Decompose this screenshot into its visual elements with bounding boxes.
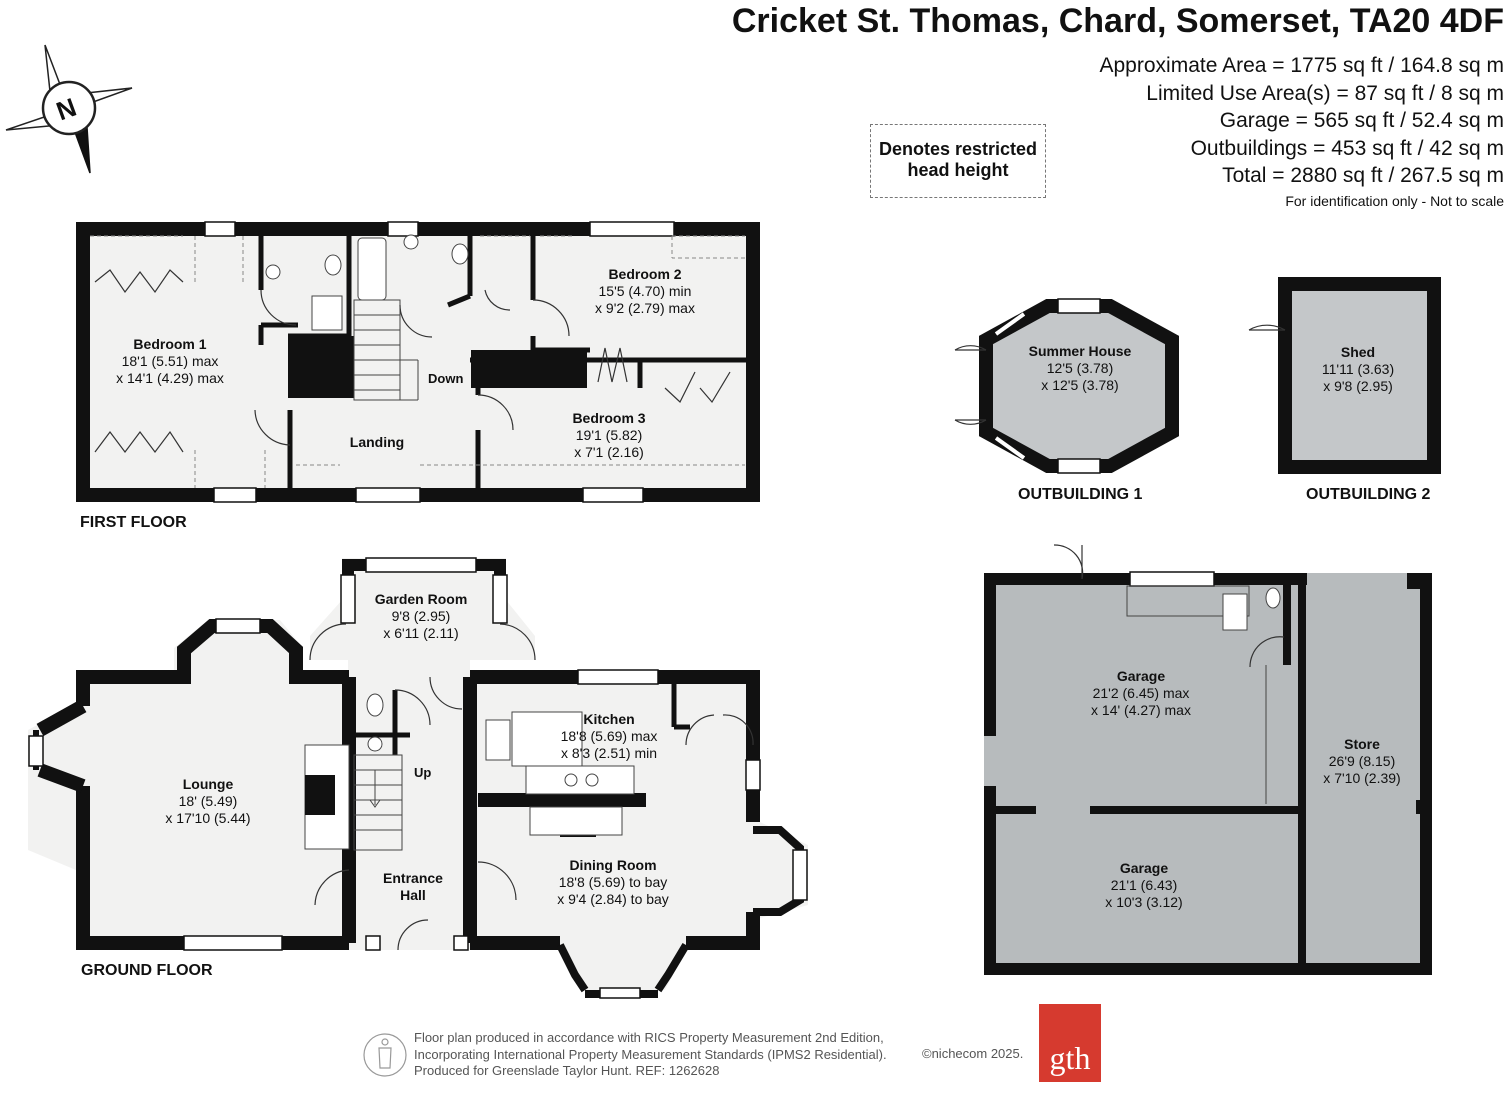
ground-floor-plan [28, 557, 808, 999]
footer-line: Floor plan produced in accordance with R… [414, 1030, 884, 1045]
room-dimension: x 9'2 (2.79) max [595, 300, 695, 316]
outbuilding-2-label: OUTBUILDING 2 [1306, 486, 1431, 503]
room-dimension: x 9'8 (2.95) [1323, 378, 1393, 394]
footer-line: Incorporating International Property Mea… [414, 1046, 887, 1062]
room-name: Garage [1119, 860, 1169, 876]
room-dimension: 21'1 (6.43) [1110, 877, 1178, 893]
room-shed: Shed 11'11 (3.63) x 9'8 (2.95) [1322, 344, 1394, 395]
room-dimension: 11'11 (3.63) [1321, 361, 1395, 377]
room-lounge: Lounge 18' (5.49) x 17'10 (5.44) [165, 776, 250, 827]
room-dimension: x 7'10 (2.39) [1323, 770, 1401, 786]
room-name: Summer House [1028, 343, 1132, 359]
room-name: Entrance [383, 870, 443, 886]
room-name: Store [1344, 736, 1380, 752]
room-name: Dining Room [569, 857, 657, 873]
room-dimension: x 10'3 (3.12) [1105, 894, 1183, 910]
shed-plan [1248, 277, 1441, 474]
ground-floor-label: GROUND FLOOR [81, 962, 213, 979]
room-dimension: x 17'10 (5.44) [165, 810, 251, 826]
room-dimension: 19'1 (5.82) [575, 427, 643, 443]
room-dimension: 15'5 (4.70) min [598, 283, 692, 299]
room-garage-1: Garage 21'2 (6.45) max x 14' (4.27) max [1091, 668, 1191, 719]
room-dimension: x 6'11 (2.11) [383, 625, 459, 641]
room-dimension: x 12'5 (3.78) [1041, 377, 1119, 393]
footer-line: Produced for Greenslade Taylor Hunt. REF… [414, 1063, 720, 1078]
room-name: Garden Room [374, 591, 468, 607]
room-dimension: 18'8 (5.69) max [560, 728, 658, 744]
area-summary: Approximate Area = 1775 sq ft / 164.8 sq… [1100, 52, 1505, 212]
legend-line: Denotes restricted [878, 139, 1038, 159]
restricted-height-legend: Denotes restricted head height [870, 124, 1046, 198]
room-name: Landing [349, 434, 405, 450]
accessibility-person-icon [363, 1033, 407, 1077]
room-store: Store 26'9 (8.15) x 7'10 (2.39) [1323, 736, 1400, 787]
summer-house-plan [954, 298, 1179, 474]
stairs-down-label: Down [428, 371, 464, 386]
compass-rose-icon [5, 44, 133, 174]
room-garage-2: Garage 21'1 (6.43) x 10'3 (3.12) [1105, 860, 1182, 911]
room-dimension: x 7'1 (2.16) [574, 444, 644, 460]
agent-logo: gth [1039, 1004, 1101, 1082]
room-entrance-hall: Entrance Hall [383, 870, 443, 904]
area-line: Approximate Area = 1775 sq ft / 164.8 sq… [1099, 54, 1505, 77]
legend-line: head height [907, 160, 1009, 180]
room-name: Bedroom 3 [572, 410, 646, 426]
room-dimension: 21'2 (6.45) max [1092, 685, 1190, 701]
room-dimension: x 8'3 (2.51) min [560, 745, 658, 761]
room-bedroom-3: Bedroom 3 19'1 (5.82) x 7'1 (2.16) [572, 410, 645, 461]
outbuilding-1-label: OUTBUILDING 1 [1018, 486, 1143, 503]
room-name: Hall [400, 887, 426, 903]
area-line: Garage = 565 sq ft / 52.4 sq m [1219, 109, 1504, 132]
room-name: Lounge [182, 776, 234, 792]
room-name: Bedroom 2 [608, 266, 682, 282]
room-dimension: 18'1 (5.51) max [121, 353, 219, 369]
property-address-title: Cricket St. Thomas, Chard, Somerset, TA2… [731, 2, 1504, 40]
footer-disclaimer: Floor plan produced in accordance with R… [414, 1030, 887, 1080]
room-dimension: x 14'1 (4.29) max [116, 370, 224, 386]
room-dimension: 9'8 (2.95) [391, 608, 451, 624]
scale-note: For identification only - Not to scale [1285, 192, 1504, 209]
room-dimension: 12'5 (3.78) [1046, 360, 1114, 376]
copyright-text: ©nichecom 2025. [922, 1046, 1024, 1061]
room-dimension: 26'9 (8.15) [1328, 753, 1396, 769]
stairs-up-label: Up [414, 765, 432, 780]
room-dimension: 18'8 (5.69) to bay [558, 874, 668, 890]
room-summer-house: Summer House 12'5 (3.78) x 12'5 (3.78) [1029, 343, 1132, 394]
garage-block-plan [984, 544, 1432, 975]
room-bedroom-2: Bedroom 2 15'5 (4.70) min x 9'2 (2.79) m… [595, 266, 695, 317]
area-line: Outbuildings = 453 sq ft / 42 sq m [1190, 136, 1504, 160]
room-name: Kitchen [583, 711, 635, 727]
room-dining-room: Dining Room 18'8 (5.69) to bay x 9'4 (2.… [557, 857, 669, 908]
room-name: Bedroom 1 [133, 336, 207, 352]
room-landing: Landing [350, 434, 404, 451]
room-name: Shed [1340, 344, 1376, 360]
room-name: Garage [1116, 668, 1166, 684]
first-floor-label: FIRST FLOOR [80, 514, 187, 531]
first-floor-plan [76, 221, 760, 503]
room-dimension: x 9'4 (2.84) to bay [557, 891, 669, 907]
room-dimension: x 14' (4.27) max [1091, 702, 1191, 718]
room-dimension: 18' (5.49) [178, 793, 238, 809]
room-bedroom-1: Bedroom 1 18'1 (5.51) max x 14'1 (4.29) … [116, 336, 224, 387]
room-kitchen: Kitchen 18'8 (5.69) max x 8'3 (2.51) min [561, 711, 658, 762]
area-line: Limited Use Area(s) = 87 sq ft / 8 sq m [1146, 81, 1504, 105]
area-line: Total = 2880 sq ft / 267.5 sq m [1222, 164, 1504, 187]
room-garden-room: Garden Room 9'8 (2.95) x 6'11 (2.11) [375, 591, 468, 642]
